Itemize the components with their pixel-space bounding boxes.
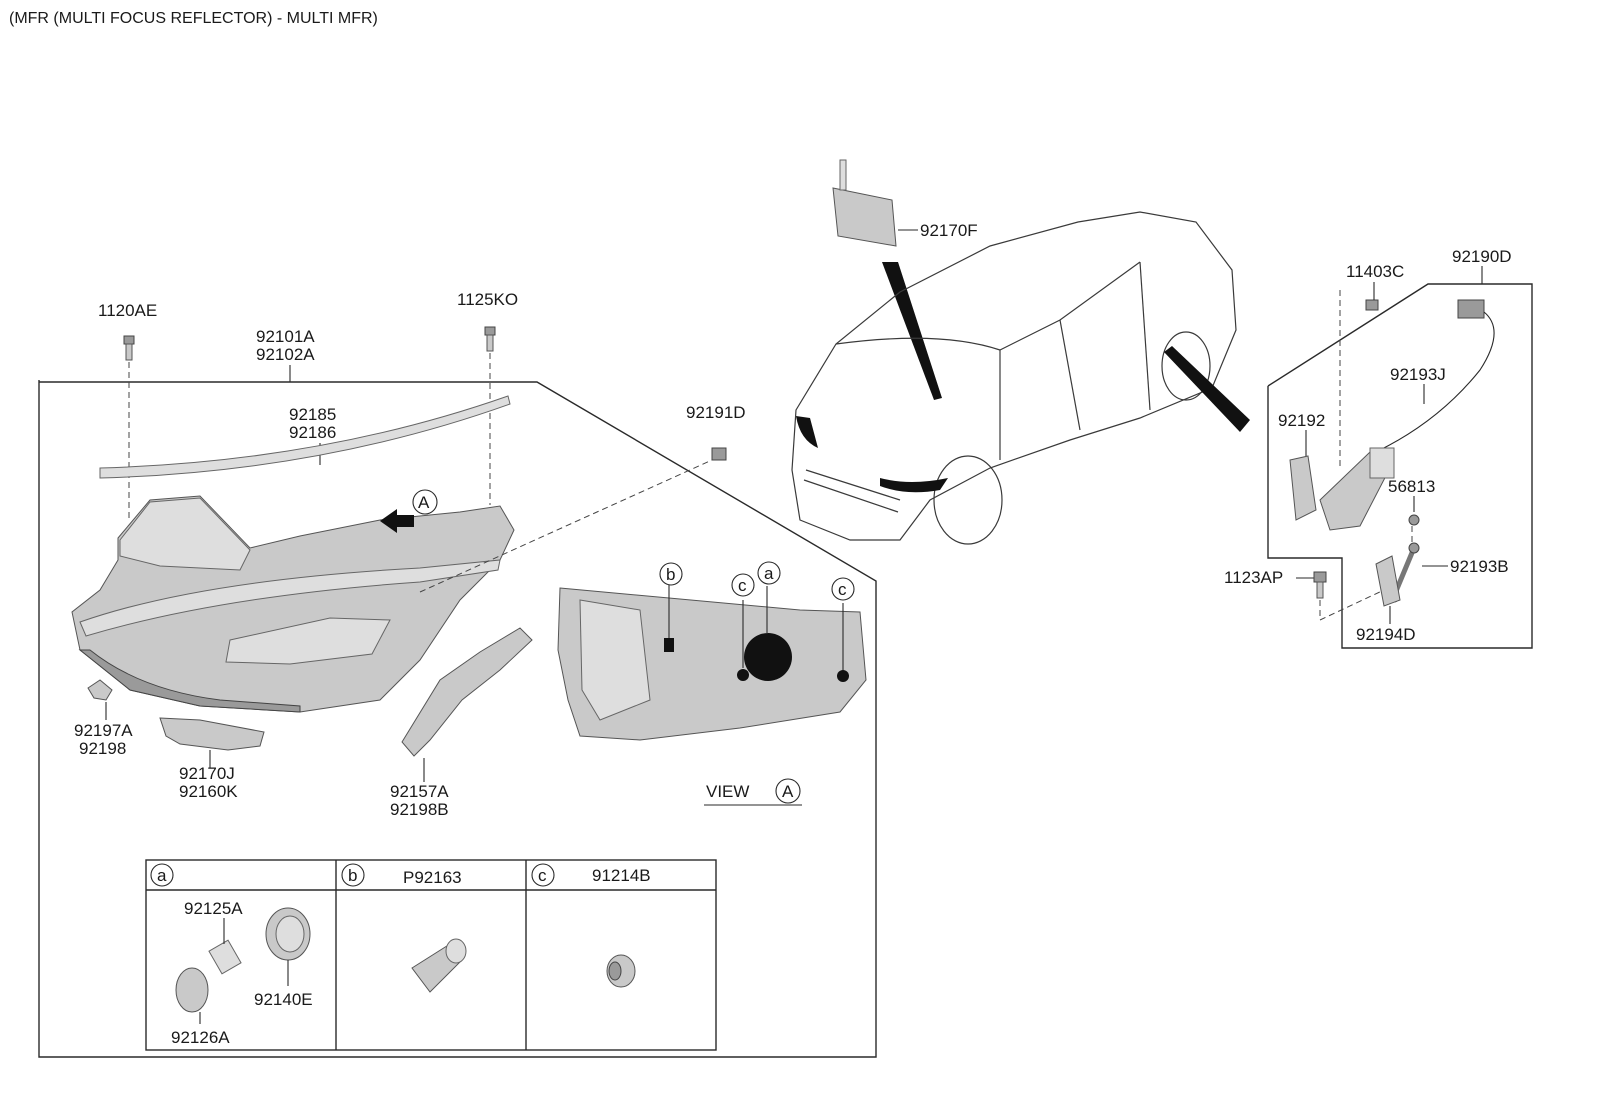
clip-icon <box>711 447 727 461</box>
diagram-title: (MFR (MULTI FOCUS REFLECTOR) - MULTI MFR… <box>9 10 378 27</box>
part-label-1120ae[interactable]: 1120AE <box>98 301 157 320</box>
svg-text:a: a <box>157 866 167 885</box>
pointer-92170f <box>882 262 942 400</box>
svg-text:A: A <box>782 782 794 801</box>
part-label-92198b[interactable]: 92198B <box>390 800 449 819</box>
arrow-view-icon <box>380 509 414 533</box>
bolt-1125ko[interactable]: 1125KO <box>457 290 518 505</box>
headlamp-icon[interactable] <box>71 459 713 713</box>
bolt-icon <box>123 335 135 361</box>
part-label-92170f[interactable]: 92170F <box>920 221 978 240</box>
table-col-a-header: a <box>150 863 174 887</box>
part-label-92193j[interactable]: 92193J <box>1390 365 1446 384</box>
trim-strip-92185[interactable] <box>99 395 511 479</box>
bolt-1120ae[interactable]: 1120AE <box>98 301 157 520</box>
cap-icon[interactable] <box>265 907 311 961</box>
part-label-92101a[interactable]: 92101A <box>256 327 315 346</box>
part-label-92190d[interactable]: 92190D <box>1452 247 1512 266</box>
part-label-92198[interactable]: 92198 <box>79 739 126 758</box>
bracket-92192[interactable]: 92192 <box>1278 411 1325 521</box>
pointer-sensor <box>1164 346 1250 432</box>
callout-b-view: b <box>659 562 683 586</box>
bracket-92197a[interactable]: 92197A 92198 <box>74 679 133 758</box>
callout-a-upper: A <box>412 489 438 515</box>
callout-c-view-left: c <box>731 573 755 597</box>
bracket-92157a[interactable]: 92157A 92198B <box>390 627 533 819</box>
part-label-1123ap[interactable]: 1123AP <box>1224 568 1283 587</box>
part-label-92102a[interactable]: 92102A <box>256 345 315 364</box>
bolt-11403c[interactable]: 11403C <box>1339 262 1404 470</box>
part-label-92125a[interactable]: 92125A <box>184 899 243 918</box>
part-label-92186[interactable]: 92186 <box>289 423 336 442</box>
svg-text:c: c <box>738 576 747 595</box>
svg-text:a: a <box>764 564 774 583</box>
sensor-group-frame <box>1267 283 1533 649</box>
bracket-92194d[interactable]: 92194D <box>1356 555 1416 644</box>
part-label-92170j[interactable]: 92170J <box>179 764 235 783</box>
svg-text:c: c <box>538 866 547 885</box>
part-label-11403c[interactable]: 11403C <box>1346 262 1404 281</box>
part-label-56813[interactable]: 56813 <box>1388 477 1435 496</box>
part-label-91214b[interactable]: 91214B <box>592 866 651 885</box>
bracket-92170j[interactable]: 92170J 92160K <box>159 717 265 801</box>
svg-text:A: A <box>418 493 430 512</box>
view-a-label: VIEW A <box>704 778 802 806</box>
callout-a-view: a <box>757 561 781 585</box>
part-label-92157a[interactable]: 92157A <box>390 782 449 801</box>
headlamp-rear-view <box>557 585 867 741</box>
nut-56813[interactable]: 56813 <box>1388 477 1435 546</box>
part-label-92193b[interactable]: 92193B <box>1450 557 1509 576</box>
component-table <box>145 859 717 1051</box>
part-label-92194d[interactable]: 92194D <box>1356 625 1416 644</box>
part-label-92185[interactable]: 92185 <box>289 405 336 424</box>
bulb-socket-icon <box>744 633 792 681</box>
part-label-92126a[interactable]: 92126A <box>171 1028 230 1047</box>
part-label-92197a[interactable]: 92197A <box>74 721 133 740</box>
headlamp-group-frame <box>38 380 877 1058</box>
clip-92191d[interactable]: 92191D <box>686 403 746 461</box>
svg-text:c: c <box>838 580 847 599</box>
bolt-icon <box>484 326 496 352</box>
callout-c-view-right: c <box>831 577 855 601</box>
part-label-92160k[interactable]: 92160K <box>179 782 238 801</box>
bolt-icon <box>1365 299 1379 311</box>
svg-text:b: b <box>348 866 357 885</box>
part-label-92140e[interactable]: 92140E <box>254 990 313 1009</box>
bolt-1123ap[interactable]: 1123AP <box>1224 568 1385 621</box>
sensor-icon[interactable] <box>1319 299 1495 531</box>
svg-text:VIEW: VIEW <box>706 782 749 801</box>
table-col-c-header: c 91214B <box>531 863 651 887</box>
part-label-92191d[interactable]: 92191D <box>686 403 746 422</box>
vehicle-icon <box>791 211 1237 545</box>
part-label-1125ko[interactable]: 1125KO <box>457 290 518 309</box>
svg-text:b: b <box>666 565 675 584</box>
bulb-holder-p92163[interactable] <box>411 938 467 993</box>
table-col-b-header: b P92163 <box>341 863 462 887</box>
rod-92193b[interactable]: 92193B <box>1388 542 1509 603</box>
grommet-91214b[interactable] <box>606 954 636 988</box>
bolt-icon <box>1313 571 1327 599</box>
part-label-92192[interactable]: 92192 <box>1278 411 1325 430</box>
module-92170f[interactable]: 92170F <box>832 159 978 247</box>
part-label-p92163[interactable]: P92163 <box>403 868 462 887</box>
